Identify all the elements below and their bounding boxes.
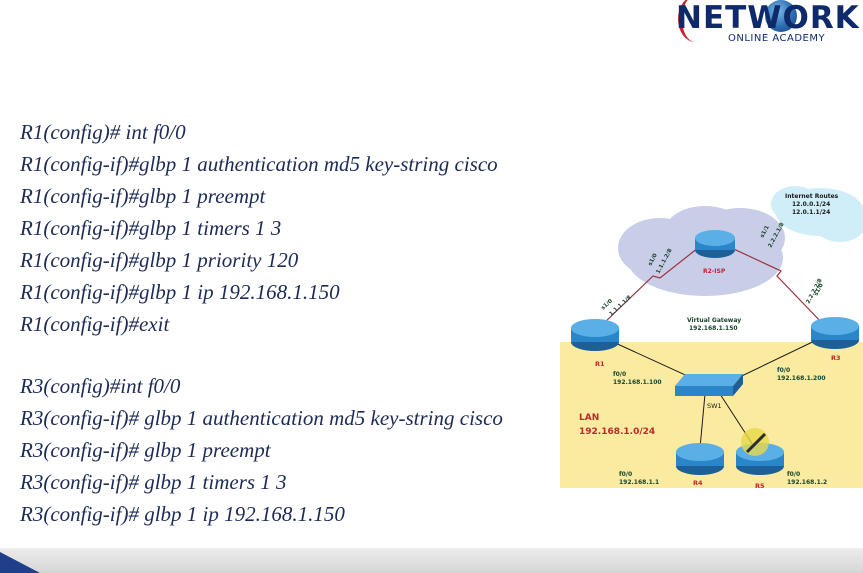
r3-f0-label: f0/0 [777,367,790,374]
r1-config-line: R1(config-if)#glbp 1 priority 120 [20,248,299,272]
r3-config-line: R3(config)#int f0/0 [20,374,181,398]
r5-f0-ip: 192.168.1.2 [787,479,827,486]
sw1-label: SW1 [707,402,722,410]
r3-config-line: R3(config-if)# glbp 1 ip 192.168.1.150 [20,502,345,526]
r1-config-line: R1(config-if)#glbp 1 preempt [20,184,266,208]
logo-title: NETWORK [676,0,860,36]
r1-config-line: R1(config-if)#glbp 1 timers 1 3 [20,216,282,240]
internet-routes-title: Internet Routes [785,193,839,200]
r3-router [811,317,859,349]
r1-label: R1 [595,360,605,368]
sw-r4-link [699,393,706,449]
internet-routes-cloud [771,186,863,242]
r4-f0-ip: 192.168.1.1 [619,479,659,486]
r1-f0-label: f0/0 [613,371,626,378]
r3-f0-ip: 192.168.1.200 [777,375,826,382]
r4-router [676,443,724,475]
r3-label: R3 [831,354,841,362]
r1-isp-link [602,243,704,325]
r1-config-line: R1(config-if)#glbp 1 ip 192.168.1.150 [20,280,340,304]
logo-arc-icon [678,0,712,42]
r1-router [571,319,619,351]
r3-config-line: R3(config-if)# glbp 1 preempt [20,438,271,462]
r2-isp-router [695,230,735,258]
r1-serial-ip: 1.1.1.1/8 [608,295,633,318]
isp-r3-link [722,243,824,325]
r4-f0-label: f0/0 [619,471,632,478]
r3-config-line: R3(config-if)# glbp 1 authentication md5… [20,406,503,430]
sw1-switch [675,374,743,396]
isp-label: R2-ISP [703,268,726,275]
r1-config-line: R1(config-if)#exit [20,312,170,336]
isp-serial2-label: s1/1 [759,225,770,239]
virtual-gateway-ip: 192.168.1.150 [689,325,738,332]
internet-route-2: 12.0.1.1/24 [792,209,830,216]
glbp-topology-diagram: Internet Routes 12.0.0.1/24 12.0.1.1/24 [560,186,863,490]
r1-config-line: R1(config)# int f0/0 [20,120,186,144]
lan-title: LAN [579,413,599,423]
r5-label: R5 [755,482,765,490]
r1-config-line: R1(config-if)#glbp 1 authentication md5 … [20,152,498,176]
r5-f0-label: f0/0 [787,471,800,478]
network-academy-logo: NETWORK ONLINE ACADEMY [676,0,863,60]
r1-f0-ip: 192.168.1.100 [613,379,662,386]
pencil-cursor-icon [741,428,769,456]
r3-serial-label: s1/0 [813,283,824,297]
virtual-gateway-title: Virtual Gateway [687,317,741,324]
r3-config-line: R3(config-if)# glbp 1 timers 1 3 [20,470,287,494]
globe-icon [765,0,797,32]
lan-network: 192.168.1.0/24 [579,427,655,437]
slide-bottom-bar [0,548,863,573]
logo-subtitle: ONLINE ACADEMY [728,33,826,44]
isp-serial1-label: s1/0 [647,253,658,267]
r4-label: R4 [693,479,703,487]
internet-route-1: 12.0.0.1/24 [792,201,830,208]
